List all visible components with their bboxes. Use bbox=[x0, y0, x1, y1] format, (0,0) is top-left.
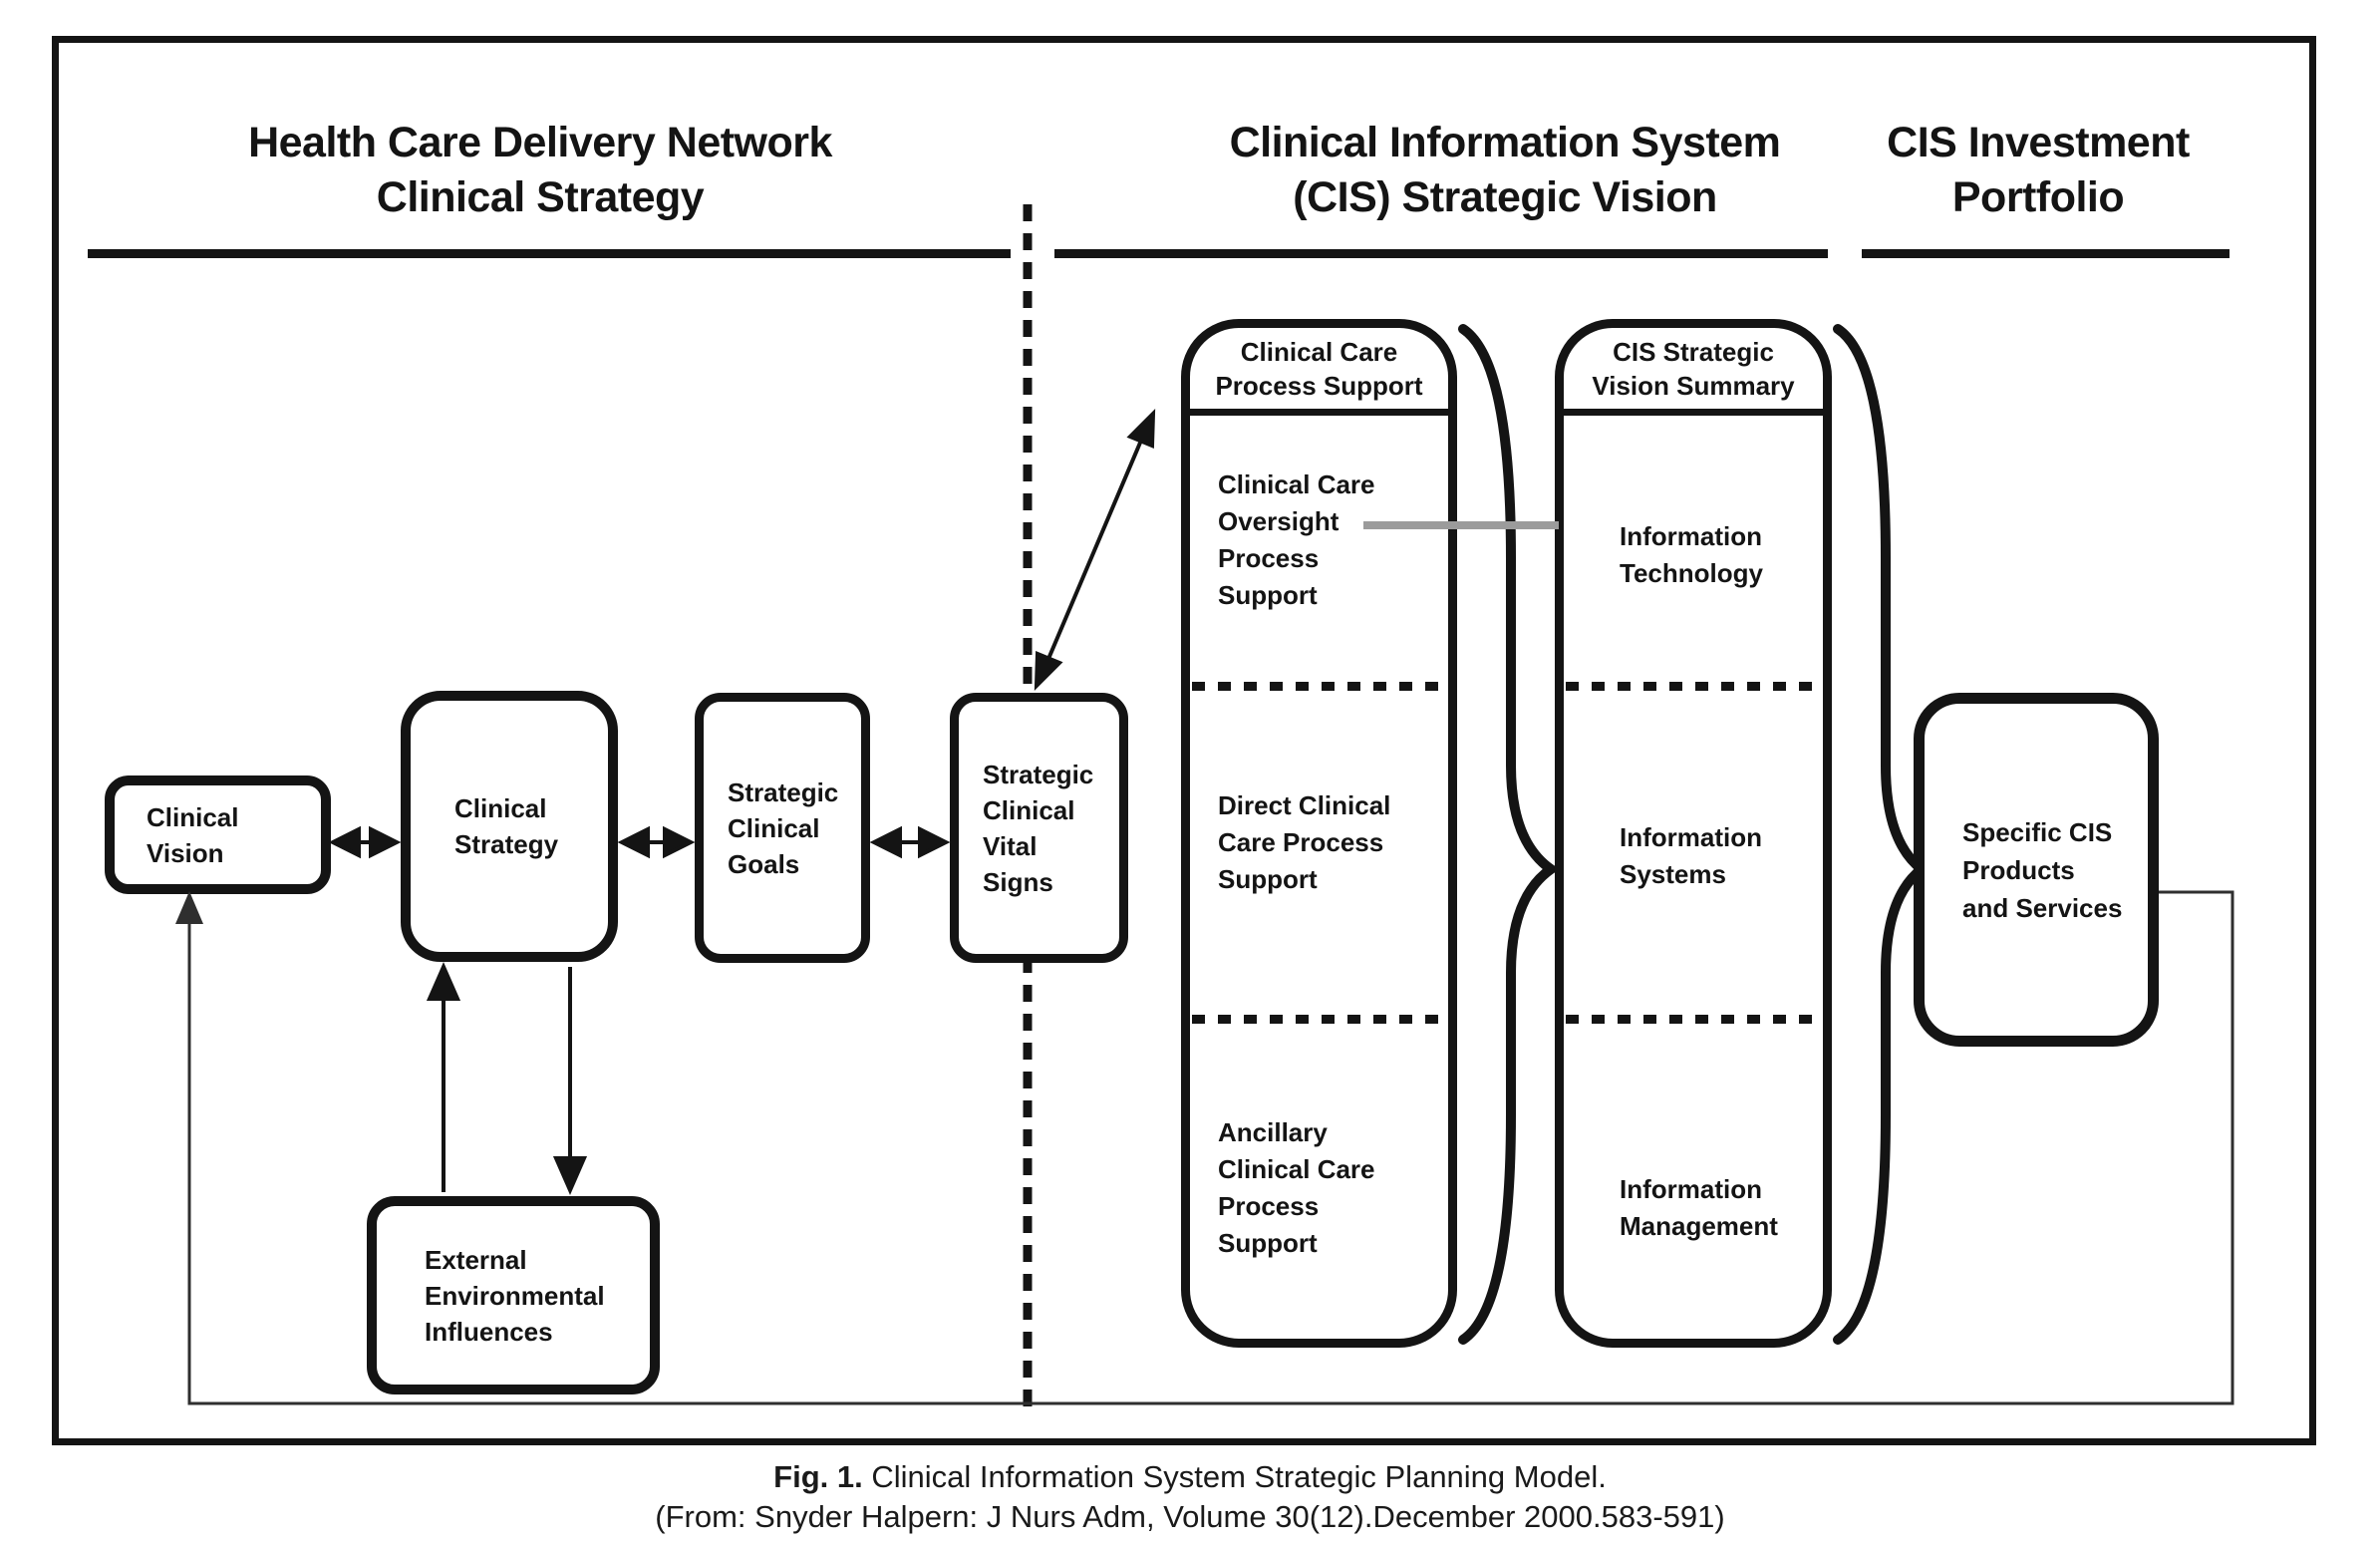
section-divider-dotted bbox=[1566, 682, 1821, 691]
strategic-clinical-vital-signs-label: Strategic Clinical Vital Signs bbox=[983, 759, 1094, 897]
caption-title: Clinical Information System Strategic Pl… bbox=[871, 1459, 1607, 1494]
information-systems-section: Information Systems bbox=[1620, 822, 1762, 889]
ancillary-process-support-section: Ancillary Clinical Care Process Support bbox=[1218, 1117, 1375, 1258]
information-technology-section: Information Technology bbox=[1620, 521, 1763, 588]
external-environmental-influences-box: External Environmental Influences bbox=[367, 1196, 660, 1394]
section-divider-dotted bbox=[1192, 682, 1446, 691]
strategic-clinical-goals-label: Strategic Clinical Goals bbox=[728, 776, 839, 879]
cis-strategic-vision-summary-box: CIS Strategic Vision Summary Information… bbox=[1555, 319, 1832, 1348]
vision-summary-header: CIS Strategic Vision Summary bbox=[1564, 328, 1823, 416]
header-underline-middle bbox=[1054, 249, 1828, 258]
caption-fig-label: Fig. 1. bbox=[773, 1459, 863, 1494]
caption-line-1: Fig. 1. Clinical Information System Stra… bbox=[0, 1457, 2380, 1497]
header-underline-left bbox=[88, 249, 1011, 258]
process-support-header: Clinical Care Process Support bbox=[1190, 328, 1448, 416]
caption-source: (From: Snyder Halpern: J Nurs Adm, Volum… bbox=[655, 1499, 1725, 1534]
figure-caption: Fig. 1. Clinical Information System Stra… bbox=[0, 1457, 2380, 1537]
process-support-body: Clinical Care Oversight Process Support … bbox=[1190, 416, 1448, 1339]
column-header-clinical-strategy: Health Care Delivery Network Clinical St… bbox=[248, 119, 832, 221]
clinical-care-process-support-box: Clinical Care Process Support Clinical C… bbox=[1181, 319, 1457, 1348]
clinical-strategy-box: Clinical Strategy bbox=[401, 691, 618, 962]
clinical-vision-box: Clinical Vision bbox=[105, 775, 331, 894]
section-divider-dotted bbox=[1192, 1015, 1446, 1024]
header-underline-right bbox=[1862, 249, 2230, 258]
oversight-process-support-section: Clinical Care Oversight Process Support bbox=[1218, 469, 1375, 610]
figure-border bbox=[52, 36, 2316, 1445]
column-header-cis-investment-portfolio: CIS Investment Portfolio bbox=[1887, 119, 2190, 221]
external-environmental-influences-label: External Environmental Influences bbox=[425, 1244, 605, 1347]
specific-cis-products-box: Specific CIS Products and Services bbox=[1914, 693, 2159, 1047]
strategic-clinical-vital-signs-box: Strategic Clinical Vital Signs bbox=[950, 693, 1128, 963]
strategic-clinical-goals-box: Strategic Clinical Goals bbox=[695, 693, 870, 963]
column-header-cis-strategic-vision: Clinical Information System (CIS) Strate… bbox=[1229, 119, 1781, 221]
clinical-strategy-label: Clinical Strategy bbox=[454, 793, 559, 859]
direct-care-process-support-section: Direct Clinical Care Process Support bbox=[1218, 790, 1391, 894]
specific-cis-products-label: Specific CIS Products and Services bbox=[1962, 816, 2123, 923]
vision-summary-body: Information Technology Information Syste… bbox=[1564, 416, 1823, 1339]
clinical-vision-label: Clinical Vision bbox=[147, 801, 239, 868]
information-management-section: Information Management bbox=[1620, 1174, 1778, 1241]
section-divider-dotted bbox=[1566, 1015, 1821, 1024]
